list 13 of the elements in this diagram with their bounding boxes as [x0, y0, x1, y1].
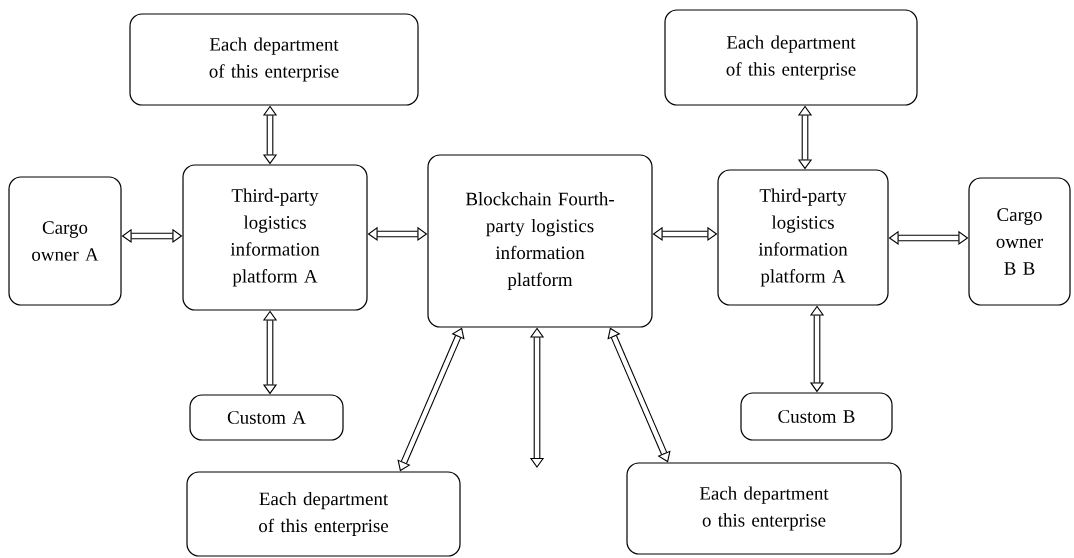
- process-box: Custom A: [189, 394, 344, 441]
- double-arrow: [397, 327, 465, 472]
- process-box: Each department of this enterprise: [186, 471, 461, 557]
- process-box: Each department o this enterprise: [626, 462, 902, 555]
- process-box: Third-party logistics information platform A: [182, 164, 368, 311]
- process-box: Each department of this enterprise: [664, 9, 918, 106]
- process-box: Each department of this enterprise: [129, 13, 419, 106]
- process-box: Cargo owner A: [8, 176, 122, 306]
- double-arrow: [607, 327, 671, 463]
- process-box: Custom B: [740, 392, 893, 441]
- process-box: Blockchain Fourth-party logistics information platform: [427, 154, 653, 328]
- process-box: Third-party logistics information platform A: [717, 169, 889, 306]
- process-box: Cargo owner B B: [968, 177, 1071, 306]
